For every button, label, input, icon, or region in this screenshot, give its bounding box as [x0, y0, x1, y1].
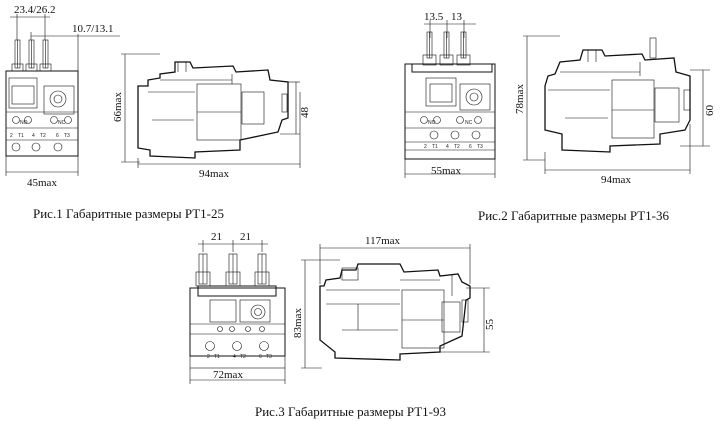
- fig1-caption: Рис.1 Габаритные размеры РТ1-25: [33, 206, 225, 221]
- fig1-label-no: NO: [20, 120, 28, 126]
- fig2-dim-width: 55max: [431, 165, 461, 177]
- fig3-term-label: T2: [240, 354, 246, 360]
- fig2-dim-pitch-a: 13.5: [424, 11, 444, 23]
- fig1-dim-height: 66max: [112, 92, 124, 122]
- fig2-side-view: 78max 60 94max: [514, 35, 716, 186]
- fig1-term-label: 6: [56, 133, 59, 139]
- fig2-label-no: NO: [428, 120, 436, 126]
- fig1-front-view: NO NC 2 T1 4 T2 6 T3 23.4/26.2 10.7/13.1…: [5, 4, 120, 189]
- fig3-term-label: T3: [266, 354, 272, 360]
- fig1-term-label: T3: [64, 133, 70, 139]
- fig1-side-view: 66max 48 94max: [112, 53, 311, 180]
- fig2-dim-depth: 94max: [601, 174, 631, 186]
- fig3-dim-pitch-a: 21: [211, 231, 222, 243]
- fig1-dim-side-height: 48: [299, 107, 311, 119]
- fig1-term-label: 2: [10, 133, 13, 139]
- fig1-dim-depth: 94max: [199, 168, 229, 180]
- fig3-caption: Рис.3 Габаритные размеры РТ1-93: [255, 404, 447, 419]
- fig1-dim-top-pitch: 23.4/26.2: [14, 4, 56, 16]
- fig1-term-label: T2: [40, 133, 46, 139]
- fig3-term-label: 4: [233, 354, 236, 360]
- fig1-label-nc: NC: [58, 120, 66, 126]
- fig2-term-label: 6: [469, 144, 472, 150]
- fig2-label-nc: NC: [465, 120, 473, 126]
- fig2-front-view: 13.5 13 NO NC 2 T1 4 T2 6: [404, 11, 496, 178]
- fig3-dim-height: 83max: [292, 308, 304, 338]
- fig1-dim-side-pitch: 10.7/13.1: [72, 23, 114, 35]
- fig2-dim-side-height: 60: [704, 105, 716, 117]
- fig2-dim-pitch-b: 13: [451, 11, 463, 23]
- fig1-dim-width: 45max: [27, 177, 57, 189]
- fig3-dim-side-height: 55: [484, 319, 496, 331]
- fig3-front-view: 21 21 2 T1 4 T2 6 T3: [189, 231, 286, 384]
- fig3-term-label: 2: [207, 354, 210, 360]
- fig2-term-label: T2: [454, 144, 460, 150]
- fig3-term-label: T1: [214, 354, 220, 360]
- fig1-term-label: 4: [32, 133, 35, 139]
- fig2-term-label: T1: [432, 144, 438, 150]
- fig1-term-label: T1: [18, 133, 24, 139]
- fig3-term-label: 6: [259, 354, 262, 360]
- fig3-dim-depth: 117max: [365, 235, 401, 247]
- fig3-side-view: 83max 117max 55: [292, 235, 496, 369]
- fig2-term-label: 2: [424, 144, 427, 150]
- fig2-term-label: 4: [446, 144, 449, 150]
- fig2-term-label: T3: [477, 144, 483, 150]
- fig2-dim-height: 78max: [514, 84, 526, 114]
- fig2-caption: Рис.2 Габаритные размеры РТ1-36: [478, 208, 670, 223]
- fig3-dim-width: 72max: [213, 369, 243, 381]
- fig3-dim-pitch-b: 21: [240, 231, 251, 243]
